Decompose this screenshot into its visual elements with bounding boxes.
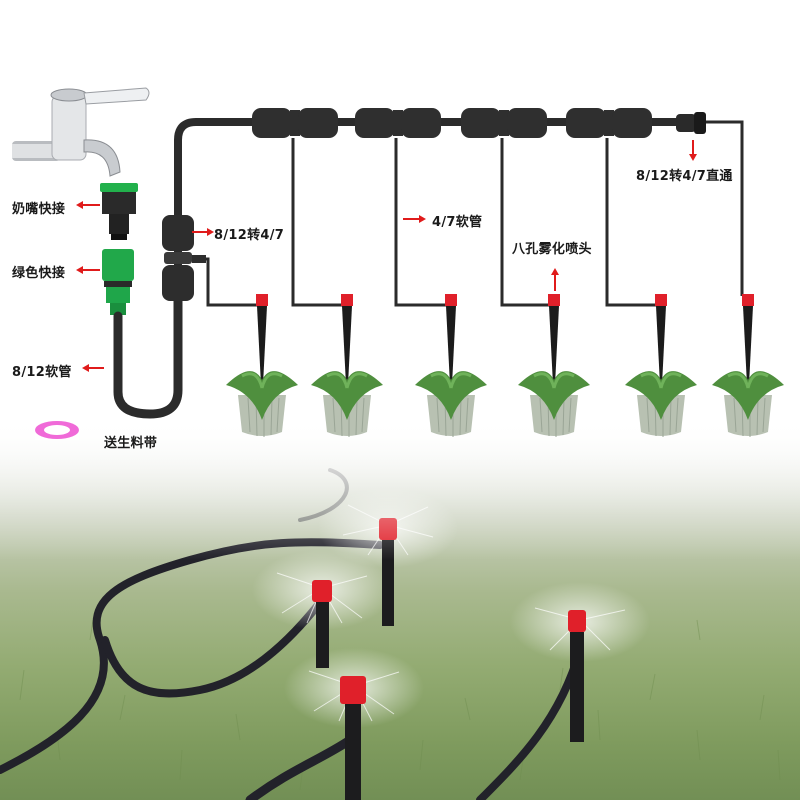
potted-nozzles (256, 294, 754, 385)
label-tap-connector: 奶嘴快接 (12, 202, 66, 217)
label-reducer-tee: 8/12转4/7 (214, 228, 285, 243)
annotation-arrows (76, 140, 697, 372)
fog-overlay (0, 420, 800, 560)
faucet-icon (12, 87, 150, 177)
label-branch-hose: 4/7软管 (432, 215, 483, 230)
label-nozzle: 八孔雾化喷头 (512, 242, 592, 257)
teflon-tape-icon (35, 421, 79, 440)
reducer-tee-icon (162, 215, 206, 301)
plant-pots (226, 371, 784, 437)
label-end-straight: 8/12转4/7直通 (636, 169, 733, 184)
tap-quick-connector-icon (100, 183, 138, 240)
label-main-hose: 8/12软管 (12, 365, 72, 380)
green-quick-connector-icon (102, 249, 134, 315)
tee-connectors (252, 108, 652, 138)
label-green-connector: 绿色快接 (12, 266, 66, 281)
irrigation-diagram (12, 87, 784, 440)
label-teflon-tape: 送生料带 (104, 436, 158, 451)
